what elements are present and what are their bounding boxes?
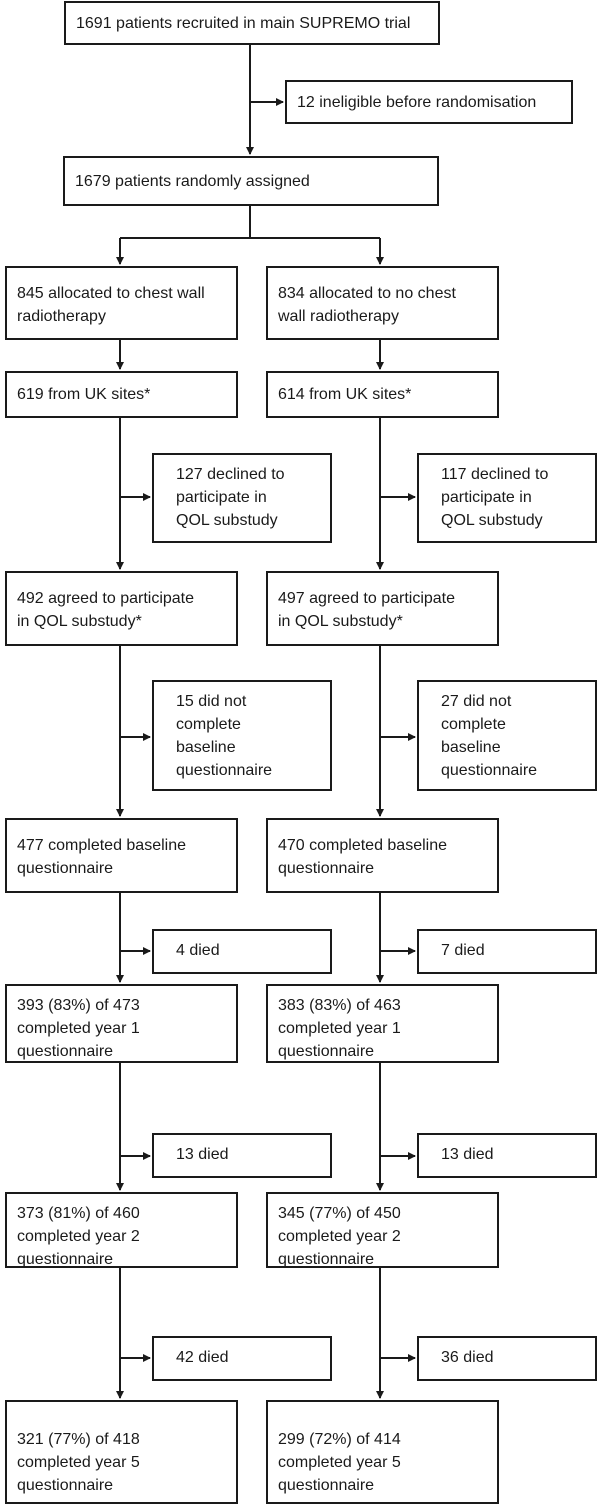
right-year2-box: 345 (77%) of 450 completed year 2 questi… bbox=[266, 1192, 499, 1268]
left-year1-box: 393 (83%) of 473 completed year 1 questi… bbox=[5, 984, 238, 1063]
randomised-box: 1679 patients randomly assigned bbox=[63, 156, 439, 206]
recruited-box: 1691 patients recruited in main SUPREMO … bbox=[64, 1, 440, 45]
right-allocated-box: 834 allocated to no chest wall radiother… bbox=[266, 266, 499, 340]
left-baseline-box: 477 completed baseline questionnaire bbox=[5, 818, 238, 893]
right-year1-box: 383 (83%) of 463 completed year 1 questi… bbox=[266, 984, 499, 1063]
ineligible-box: 12 ineligible before randomisation bbox=[285, 80, 573, 124]
left-declined-box: 127 declined to participate in QOL subst… bbox=[152, 453, 332, 543]
right-baseline-box: 470 completed baseline questionnaire bbox=[266, 818, 499, 893]
right-died-5-box: 36 died bbox=[417, 1336, 597, 1381]
left-died-1-box: 4 died bbox=[152, 929, 332, 974]
right-died-2-box: 13 died bbox=[417, 1133, 597, 1178]
right-died-1-box: 7 died bbox=[417, 929, 597, 974]
left-uk-sites-box: 619 from UK sites* bbox=[5, 371, 238, 418]
left-agreed-box: 492 agreed to participate in QOL substud… bbox=[5, 571, 238, 646]
right-year5-box: 299 (72%) of 414 completed year 5 questi… bbox=[266, 1400, 499, 1504]
left-year2-box: 373 (81%) of 460 completed year 2 questi… bbox=[5, 1192, 238, 1268]
left-allocated-box: 845 allocated to chest wall radiotherapy bbox=[5, 266, 238, 340]
right-uk-sites-box: 614 from UK sites* bbox=[266, 371, 499, 418]
right-no-baseline-box: 27 did not complete baseline questionnai… bbox=[417, 680, 597, 791]
right-agreed-box: 497 agreed to participate in QOL substud… bbox=[266, 571, 499, 646]
right-declined-box: 117 declined to participate in QOL subst… bbox=[417, 453, 597, 543]
left-no-baseline-box: 15 did not complete baseline questionnai… bbox=[152, 680, 332, 791]
left-year5-box: 321 (77%) of 418 completed year 5 questi… bbox=[5, 1400, 238, 1504]
left-died-2-box: 13 died bbox=[152, 1133, 332, 1178]
left-died-5-box: 42 died bbox=[152, 1336, 332, 1381]
